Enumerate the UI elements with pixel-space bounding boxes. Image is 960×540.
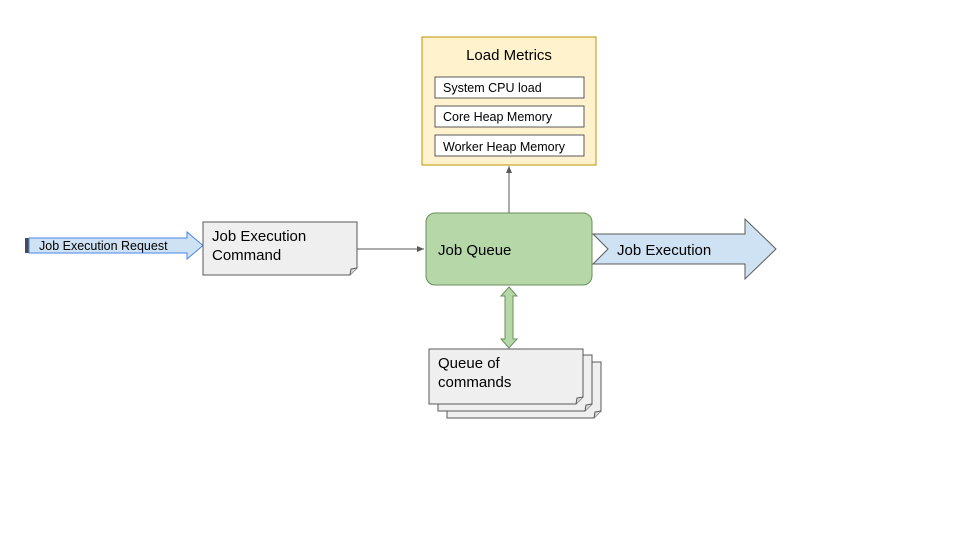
queue-of-commands-line-1: Queue of bbox=[438, 355, 501, 372]
metric-box-core-heap bbox=[434, 105, 585, 128]
metric-box-cpu bbox=[434, 76, 585, 99]
queue-of-commands-line-2: commands bbox=[438, 374, 511, 391]
job-queue-label: Job Queue bbox=[438, 242, 511, 259]
job-queue-node: Job Queue bbox=[425, 212, 593, 286]
command-note-line-1: Job Execution bbox=[212, 228, 306, 245]
queue-doc-middle-fold bbox=[584, 403, 593, 412]
job-execution-command-note: Job Execution Command bbox=[202, 221, 358, 276]
load-metrics-title: Load Metrics bbox=[466, 47, 552, 64]
queue-of-commands-stack: Queue of commands bbox=[428, 348, 602, 419]
execution-arrow-label: Job Execution bbox=[617, 242, 711, 259]
load-metrics-panel: Load Metrics System CPU load Core Heap M… bbox=[421, 36, 597, 166]
queue-doc-front-fold bbox=[575, 396, 584, 405]
request-arrow-shape bbox=[28, 230, 204, 261]
metric-label-core-heap: Core Heap Memory bbox=[443, 110, 553, 124]
command-note-line-2: Command bbox=[212, 247, 281, 264]
job-queue-box bbox=[425, 212, 593, 286]
job-execution-request-arrow: Job Execution Request bbox=[25, 230, 204, 261]
request-arrow-label: Job Execution Request bbox=[39, 239, 168, 253]
command-note-fold bbox=[349, 267, 358, 276]
metric-label-cpu: System CPU load bbox=[443, 81, 542, 95]
metric-label-worker-heap: Worker Heap Memory bbox=[443, 140, 566, 154]
metric-box-worker-heap bbox=[434, 134, 585, 157]
job-execution-arrow: Job Execution bbox=[591, 217, 777, 281]
queue-bidirectional-arrow bbox=[499, 286, 519, 349]
queue-doc-back-fold bbox=[593, 410, 602, 419]
request-arrow-tail-bar bbox=[25, 238, 29, 253]
execution-arrow-shape bbox=[591, 217, 777, 281]
